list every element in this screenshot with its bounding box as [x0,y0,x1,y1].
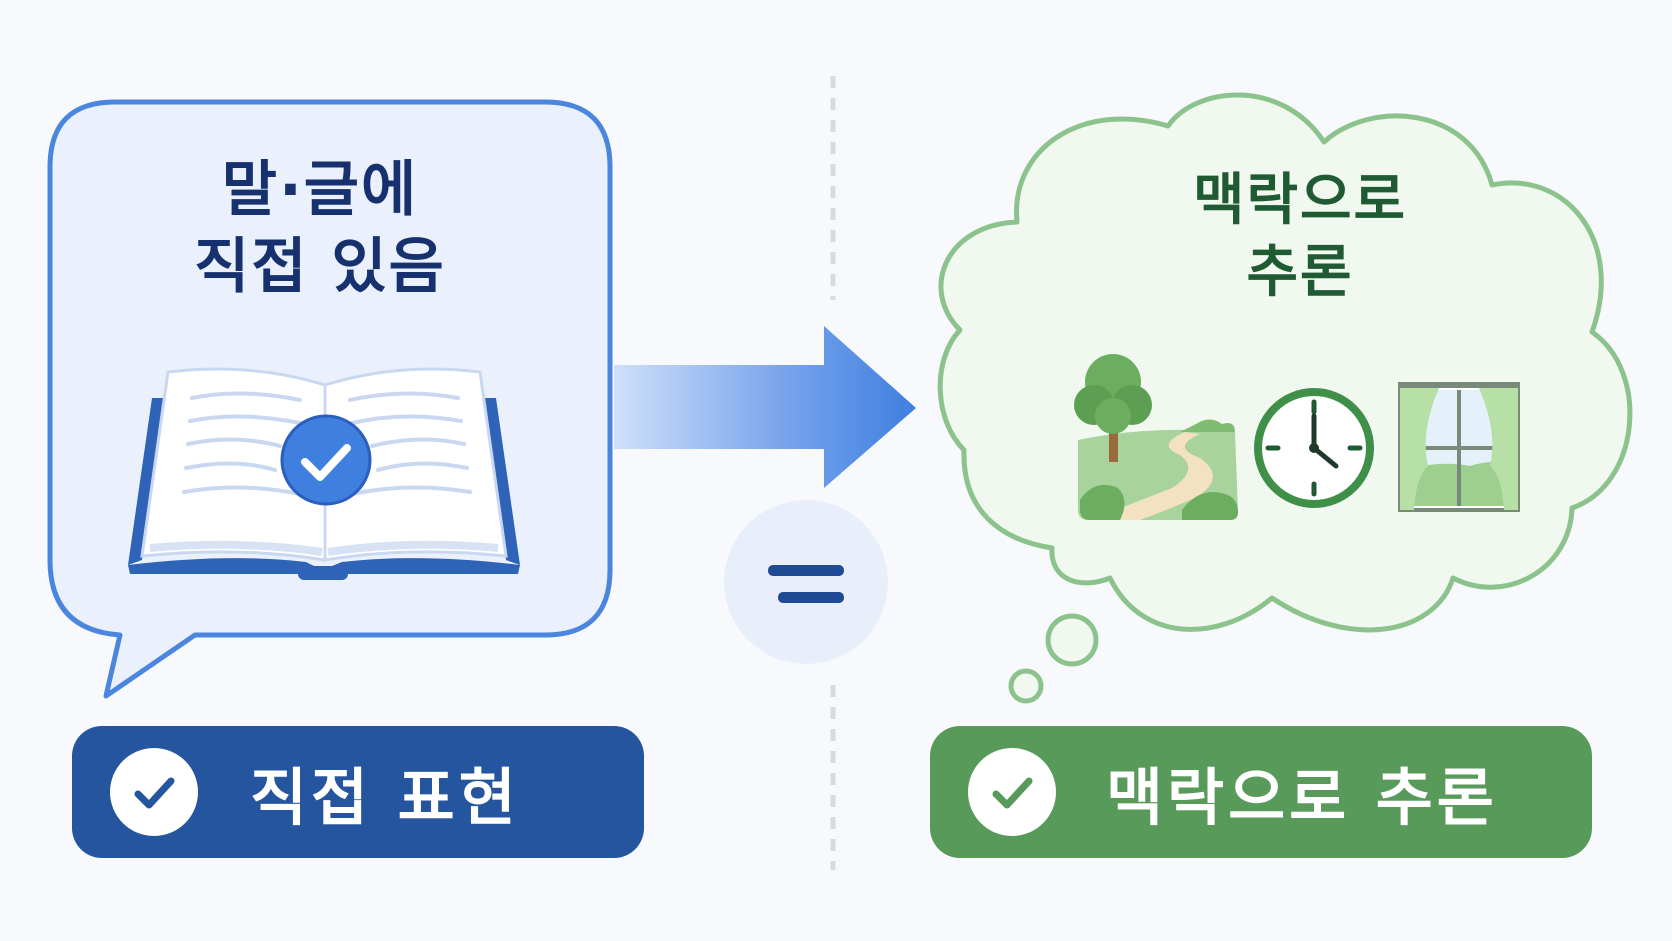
clock-icon [1254,388,1374,508]
window-icon [1398,382,1520,512]
context-inference-label: 맥락으로 추론 [930,726,1592,858]
equals-icon [724,500,888,664]
direct-expression-text: 직접 표현 [250,761,520,834]
check-badge-icon [280,414,372,506]
landscape-path-icon [1074,354,1238,520]
direct-expression-label: 직접 표현 [72,726,644,858]
right-heading-line1: 맥락으로 [1192,168,1408,233]
context-inference-text: 맥락으로 추론 [1106,761,1498,834]
open-book-icon [128,367,520,580]
left-heading: 말·글에 직접 있음 [100,152,540,306]
left-heading-line2: 직접 있음 [194,231,446,302]
left-heading-line1: 말·글에 [221,155,419,225]
check-icon [968,748,1056,836]
right-heading-line2: 추론 [1246,239,1354,305]
check-icon [110,748,198,836]
arrow-right-icon [614,326,916,488]
right-heading: 맥락으로 추론 [1100,165,1500,308]
